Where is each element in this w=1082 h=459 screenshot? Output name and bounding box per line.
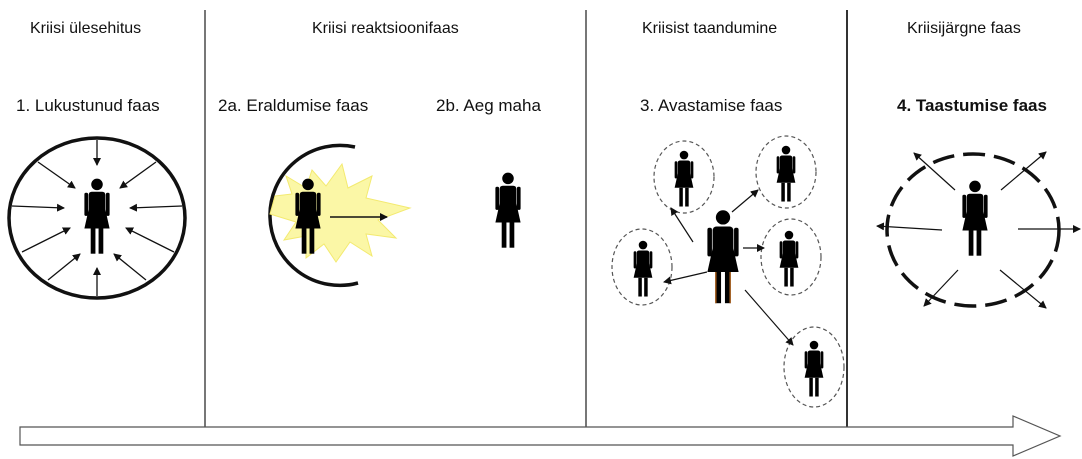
person-icon: [707, 210, 739, 304]
person-icon: [633, 240, 653, 297]
locked-phase-graphic: [7, 136, 187, 300]
stage-header-post: Kriisijärgne faas: [907, 20, 1021, 37]
phase-label-separation: 2a. Eraldumise faas: [218, 96, 369, 115]
phase-label-locked: 1. Lukustunud faas: [16, 96, 160, 115]
person-icon: [495, 172, 521, 248]
timeout-phase-graphic: [495, 172, 521, 248]
stage-header-reaction: Kriisi reaktsioonifaas: [312, 20, 459, 37]
burst-icon: [269, 162, 412, 263]
timeline-arrow-icon: [19, 415, 1062, 457]
person-icon: [776, 145, 796, 202]
separation-phase-graphic: [268, 143, 412, 288]
exploration-phase-graphic: [611, 135, 845, 408]
phase-label-timeout: 2b. Aeg maha: [436, 96, 541, 115]
person-icon: [84, 178, 110, 254]
person-icon: [779, 230, 799, 287]
phase-label-recovery: 4. Taastumise faas: [897, 96, 1047, 115]
recovery-phase-graphic: [876, 151, 1081, 309]
phase-label-exploration: 3. Avastamise faas: [640, 96, 783, 115]
stage-header-withdrawal: Kriisist taandumine: [642, 20, 778, 37]
person-icon: [804, 340, 824, 397]
person-icon: [962, 180, 988, 256]
stage-header-build-up: Kriisi ülesehitus: [30, 20, 142, 37]
person-icon: [674, 150, 694, 207]
